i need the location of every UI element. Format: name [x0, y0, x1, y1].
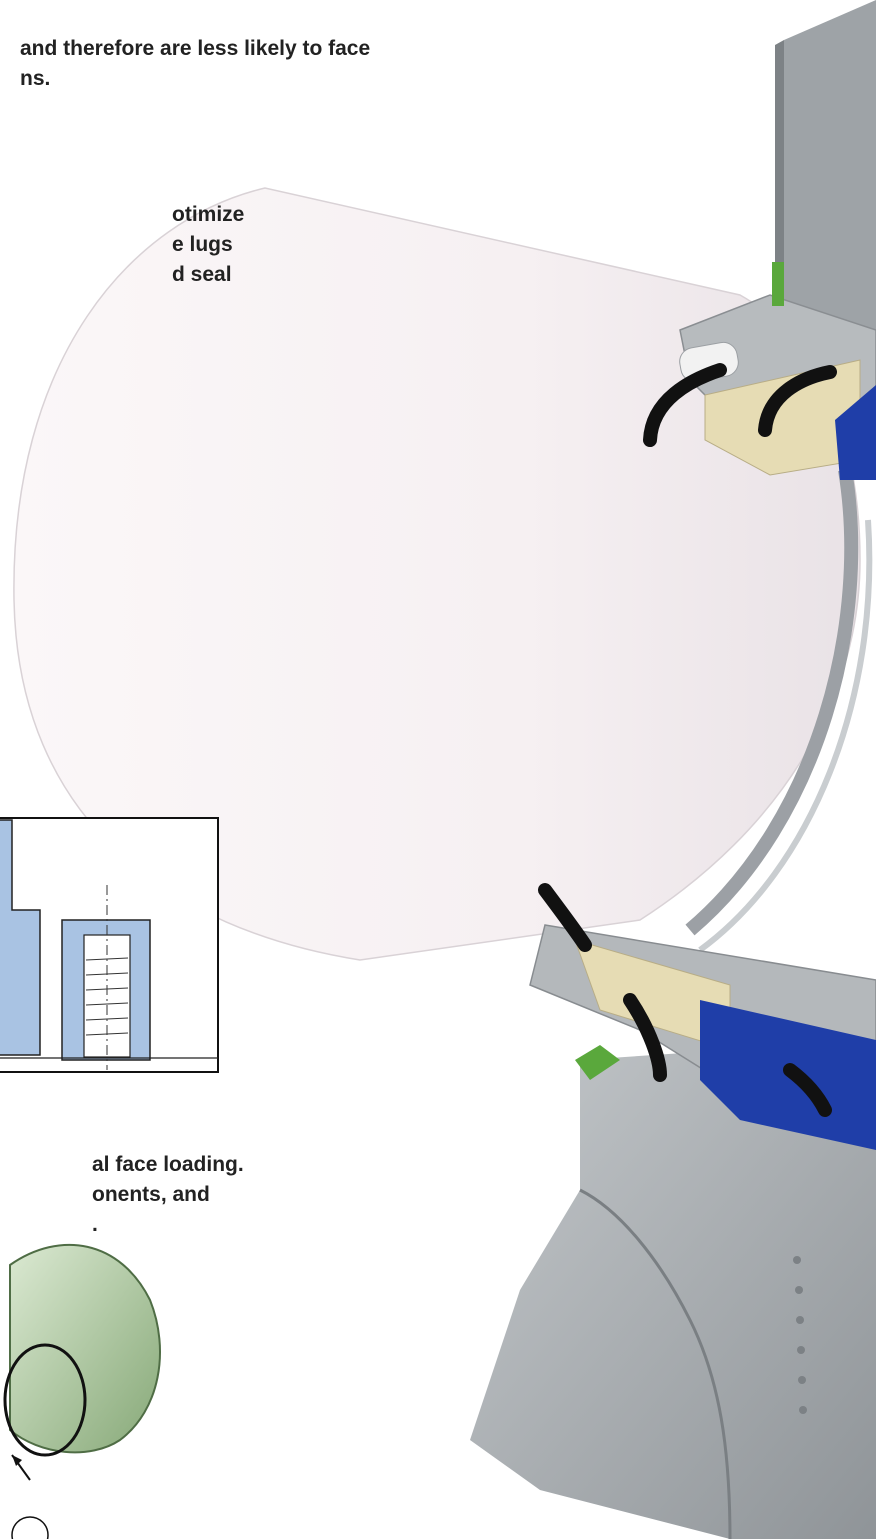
shaft-cylinder: [13, 187, 873, 961]
upper-seal-section: [643, 262, 876, 480]
text-line: .: [92, 1213, 98, 1236]
text-line: d seal: [172, 263, 232, 286]
text-line: and therefore are less likely to face: [20, 37, 371, 60]
housing-top-block: [775, 0, 876, 330]
text-fragment-bottom: al face loading. onents, and .: [92, 1150, 244, 1240]
lower-seal-section: [529, 883, 876, 1150]
housing-pedestal: [470, 1040, 876, 1539]
text-line: e lugs: [172, 233, 233, 256]
text-line: ns.: [20, 67, 51, 90]
text-fragment-top: and therefore are less likely to face ns…: [20, 34, 370, 94]
green-sleeve-component: [3, 1243, 161, 1539]
text-fragment-middle: otimize e lugs d seal: [172, 200, 244, 290]
text-line: otimize: [172, 203, 245, 226]
seal-section-drawing: [0, 817, 219, 1073]
text-line: onents, and: [92, 1183, 210, 1206]
pedestal-bolt-holes: [793, 1256, 807, 1414]
text-line: al face loading.: [92, 1153, 244, 1176]
